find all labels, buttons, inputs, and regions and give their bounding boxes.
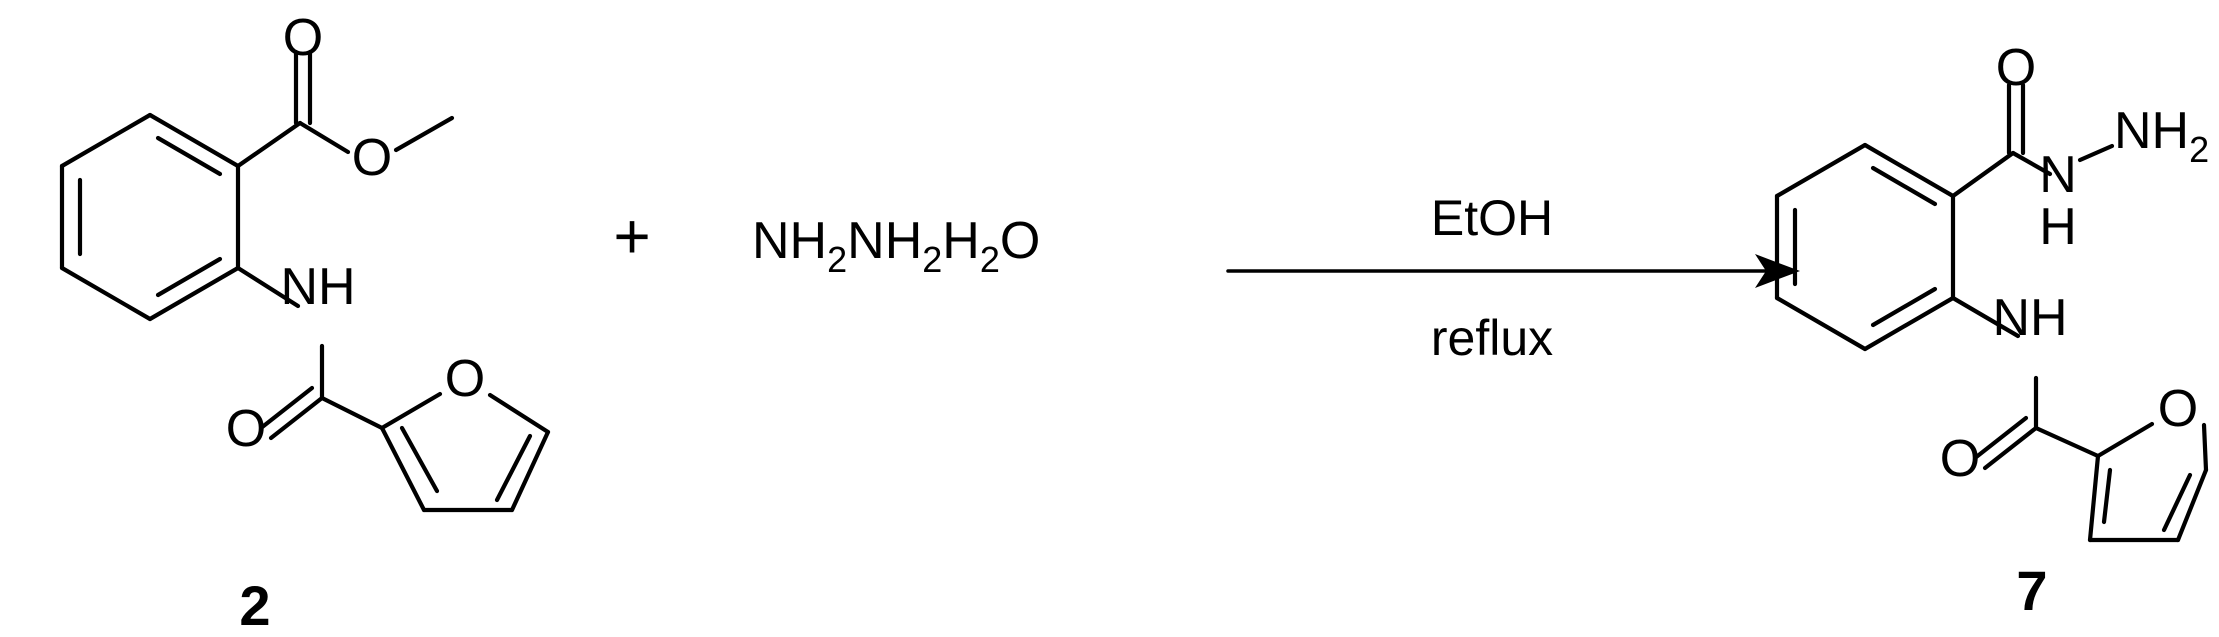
product-terminal-nh2: NH2: [2114, 102, 2209, 170]
condition-solvent: EtOH: [1431, 190, 1553, 246]
product-amide-nh: NH: [1992, 289, 2067, 347]
product-hydrazide-nitrogen: N: [2039, 146, 2077, 204]
reactant-compound-label: 2: [239, 574, 270, 637]
reactant-ester-oxygen: O: [352, 129, 392, 187]
product-benzene-ring: [1774, 142, 1956, 352]
reactant-amide-nh: NH: [280, 258, 355, 316]
reaction-arrow: [1226, 254, 1800, 288]
product-amide-oxygen: O: [1940, 430, 1980, 488]
reactant-ester-group: [235, 49, 455, 169]
condition-temperature: reflux: [1431, 310, 1553, 366]
product-furan-ring: [2087, 421, 2209, 543]
reactant-furan-ring: [379, 391, 551, 513]
reagent-hydrazine-hydrate: NH2NH2H2O: [752, 212, 1040, 280]
reactant-benzene-ring: [59, 112, 241, 322]
reactant-amide-group: [235, 265, 385, 441]
product-furan-oxygen: O: [2158, 380, 2198, 438]
plus-sign: +: [613, 200, 650, 272]
reactant-2-structure: O O NH O O: [59, 9, 551, 513]
product-compound-label: 7: [2016, 559, 2047, 622]
product-hydrazide-hydrogen: H: [2039, 198, 2077, 256]
reactant-carbonyl-oxygen: O: [283, 9, 323, 67]
product-hydrazide-group: [1950, 82, 2115, 199]
reactant-amide-oxygen: O: [226, 400, 266, 458]
product-carbonyl-oxygen: O: [1996, 39, 2036, 97]
product-amide-group: [1950, 295, 2101, 471]
product-7-structure: O N H NH2 NH O O: [1774, 39, 2209, 543]
reactant-furan-oxygen: O: [445, 350, 485, 408]
